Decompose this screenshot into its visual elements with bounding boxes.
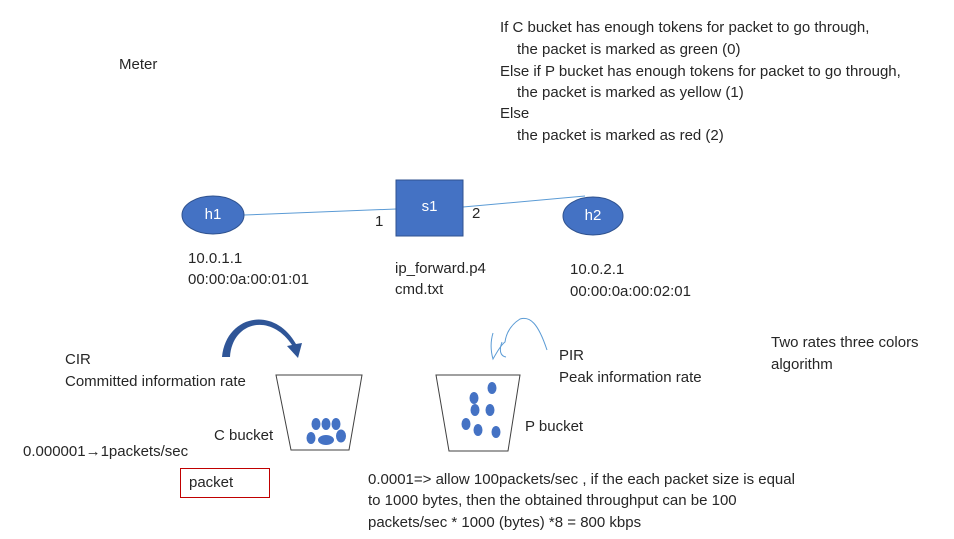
squiggle-stroke	[490, 317, 548, 361]
diagram-title: Meter	[119, 56, 158, 73]
rule-line-1: If C bucket has enough tokens for packet…	[500, 19, 870, 36]
rule-line-5: Else	[500, 105, 530, 122]
node-s1-label: s1	[421, 198, 438, 215]
algorithm-line-2: algorithm	[771, 356, 833, 373]
rule-line-3: Else if P bucket has enough tokens for p…	[500, 63, 901, 80]
port-label-2: 2	[472, 205, 481, 222]
throughput-line-3: packets/sec * 1000 (bytes) *8 = 800 kbps	[368, 514, 642, 531]
port-label-1: 1	[375, 213, 384, 230]
cir-full: Committed information rate	[65, 373, 246, 390]
cir-rate-example: 0.000001→1packets/sec	[23, 443, 189, 460]
packet-box: packet	[180, 468, 270, 498]
h2-ip: 10.0.2.1	[570, 261, 625, 278]
s1-file-cmd: cmd.txt	[395, 281, 444, 298]
node-h1-label: h1	[204, 206, 222, 223]
curved-arrow-icon	[222, 319, 302, 358]
h1-mac: 00:00:0a:00:01:01	[188, 271, 309, 288]
link-s1-h2	[462, 195, 586, 208]
h1-ip: 10.0.1.1	[188, 250, 243, 267]
throughput-line-1: 0.0001=> allow 100packets/sec , if the e…	[368, 471, 795, 488]
rule-line-2: the packet is marked as green (0)	[517, 41, 741, 58]
pir-full: Peak information rate	[559, 369, 702, 386]
node-s1	[395, 179, 464, 237]
node-h2-label: h2	[584, 207, 602, 224]
packet-label: packet	[189, 474, 234, 491]
squiggle-hook	[499, 341, 507, 358]
p-bucket-tokens	[461, 382, 501, 438]
pir-abbr: PIR	[559, 347, 585, 364]
h2-mac: 00:00:0a:00:02:01	[570, 283, 691, 300]
cir-abbr: CIR	[65, 351, 91, 368]
throughput-line-2: to 1000 bytes, then the obtained through…	[368, 492, 737, 509]
node-h2	[562, 196, 624, 236]
link-h1-s1	[243, 208, 397, 216]
p-bucket-label: P bucket	[525, 418, 584, 435]
rule-line-4: the packet is marked as yellow (1)	[517, 84, 744, 101]
node-h1	[181, 195, 245, 235]
rule-line-6: the packet is marked as red (2)	[517, 127, 724, 144]
s1-file-p4: ip_forward.p4	[395, 260, 486, 277]
c-bucket-label: C bucket	[214, 427, 274, 444]
algorithm-line-1: Two rates three colors	[771, 334, 919, 351]
c-bucket-tokens	[306, 418, 346, 445]
